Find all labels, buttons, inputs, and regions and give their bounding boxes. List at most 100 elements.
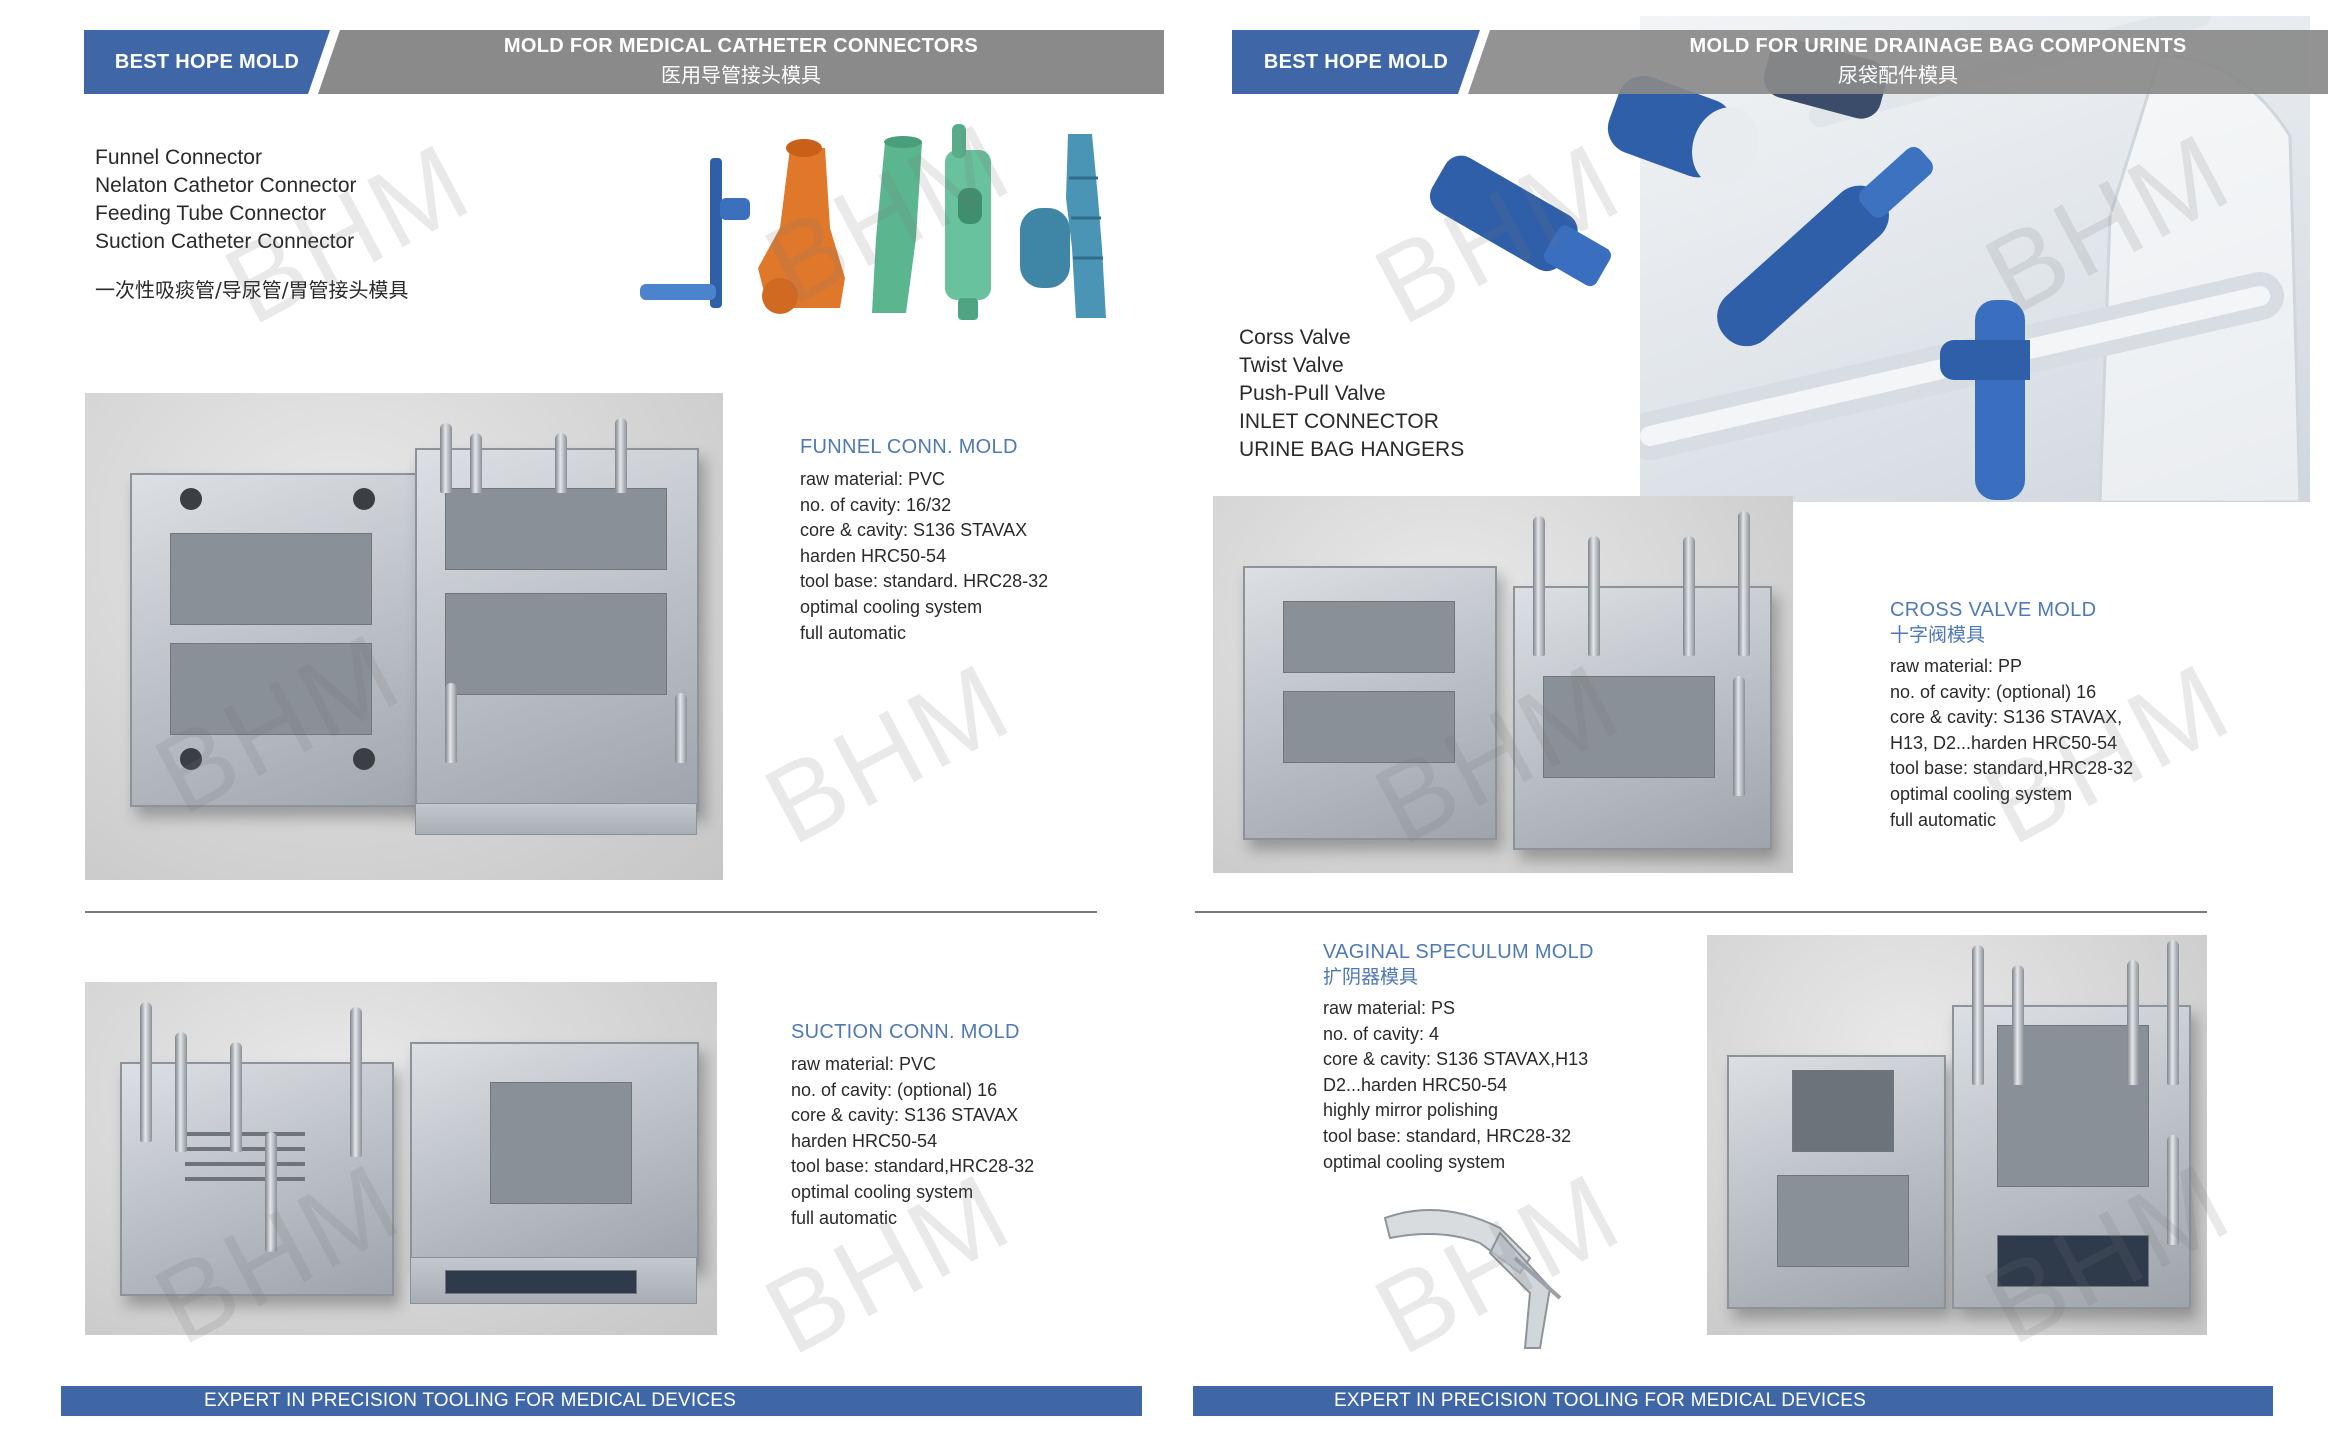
right-header-title: MOLD FOR URINE DRAINAGE BAG COMPONENTS 尿… bbox=[1468, 30, 2328, 94]
urine-bag-components-image bbox=[1429, 40, 2030, 500]
mold-groove bbox=[185, 1177, 305, 1181]
mold-groove bbox=[185, 1147, 305, 1151]
suction-mold-photo bbox=[85, 982, 717, 1335]
guide-pin bbox=[230, 1042, 242, 1152]
product-item: INLET CONNECTOR bbox=[1239, 410, 1439, 433]
guide-pin bbox=[555, 433, 567, 493]
mold-cavity bbox=[1283, 691, 1455, 763]
cross-valve-mold-title-zh: 十字阀模具 bbox=[1890, 624, 1986, 646]
spec-row: H13, D2...harden HRC50-54 bbox=[1890, 732, 2118, 753]
guide-pin bbox=[1738, 511, 1750, 656]
right-product-list: Corss Valve Twist Valve Push-Pull Valve … bbox=[1239, 324, 1464, 464]
right-header-title-en: MOLD FOR URINE DRAINAGE BAG COMPONENTS bbox=[1689, 35, 2187, 57]
spec-row: core & cavity: S136 STAVAX, bbox=[1890, 707, 2123, 728]
spec-row: harden HRC50-54 bbox=[800, 545, 947, 566]
spec-row: tool base: standard,HRC28-32 bbox=[1890, 758, 2134, 779]
guide-pin bbox=[615, 418, 627, 493]
mold-cavity bbox=[170, 643, 372, 735]
mold-groove bbox=[185, 1132, 305, 1136]
spec-row: tool base: standard. HRC28-32 bbox=[800, 571, 1049, 592]
guide-pin bbox=[1533, 516, 1545, 656]
spec-row: full automatic bbox=[791, 1207, 898, 1228]
spec-row: tool base: standard,HRC28-32 bbox=[791, 1156, 1035, 1177]
left-brand-text: BEST HOPE MOLD bbox=[114, 50, 300, 73]
spec-row: raw material: PVC bbox=[800, 469, 946, 489]
product-item: Feeding Tube Connector bbox=[95, 202, 327, 225]
mold-groove bbox=[185, 1162, 305, 1166]
mold-base-plate bbox=[415, 803, 697, 835]
funnel-mold-photo bbox=[85, 393, 723, 880]
guide-pin bbox=[1683, 536, 1695, 656]
speculum-mold-photo bbox=[1707, 935, 2207, 1335]
left-product-list: Funnel Connector Nelaton Cathetor Connec… bbox=[95, 144, 357, 256]
cross-valve-mold-photo bbox=[1213, 496, 1793, 873]
product-item: Suction Catheter Connector bbox=[95, 230, 355, 253]
suction-mold-title: SUCTION CONN. MOLD bbox=[791, 1021, 1020, 1043]
product-item: Funnel Connector bbox=[95, 146, 262, 169]
guide-pin bbox=[1588, 536, 1600, 656]
product-item: URINE BAG HANGERS bbox=[1239, 438, 1465, 461]
left-header-title-en: MOLD FOR MEDICAL CATHETER CONNECTORS bbox=[503, 35, 979, 57]
cross-valve-mold-spec: CROSS VALVE MOLD 十字阀模具 raw material: PP … bbox=[1890, 596, 2133, 833]
right-footer: EXPERT IN PRECISION TOOLING FOR MEDICAL … bbox=[1193, 1386, 2273, 1416]
guide-pin bbox=[2127, 960, 2139, 1085]
mold-hole bbox=[180, 748, 202, 770]
product-item: Push-Pull Valve bbox=[1239, 382, 1386, 405]
right-header-title-zh: 尿袋配件模具 bbox=[1838, 63, 1958, 87]
left-footer: EXPERT IN PRECISION TOOLING FOR MEDICAL … bbox=[61, 1386, 1142, 1416]
mold-cavity bbox=[170, 533, 372, 625]
spec-row: core & cavity: S136 STAVAX bbox=[800, 520, 1028, 541]
mold-core-block bbox=[1543, 676, 1715, 778]
mold-hole bbox=[353, 748, 375, 770]
left-footer-text: EXPERT IN PRECISION TOOLING FOR MEDICAL … bbox=[204, 1390, 737, 1411]
product-item: Nelaton Cathetor Connector bbox=[95, 174, 357, 197]
left-divider bbox=[85, 911, 1097, 913]
right-footer-text: EXPERT IN PRECISION TOOLING FOR MEDICAL … bbox=[1334, 1390, 1867, 1411]
suction-mold-spec: SUCTION CONN. MOLD raw material: PVC no.… bbox=[791, 1018, 1034, 1231]
guide-pin bbox=[140, 1002, 152, 1142]
spec-row: no. of cavity: 16/32 bbox=[800, 494, 952, 515]
product-item: Corss Valve bbox=[1239, 326, 1351, 349]
guide-pin bbox=[1733, 676, 1745, 796]
mold-hole bbox=[180, 488, 202, 510]
spec-row: full automatic bbox=[800, 622, 907, 643]
guide-pin bbox=[265, 1132, 277, 1252]
spec-row: optimal cooling system bbox=[800, 596, 983, 617]
funnel-mold-spec: FUNNEL CONN. MOLD raw material: PVC no. … bbox=[800, 433, 1048, 646]
guide-pin bbox=[2167, 940, 2179, 1085]
mold-core-block bbox=[490, 1082, 632, 1204]
speculum-mold-title: VAGINAL SPECULUM MOLD bbox=[1323, 941, 1594, 963]
right-divider bbox=[1195, 911, 2207, 913]
spec-row: raw material: PS bbox=[1323, 998, 1456, 1018]
guide-pin bbox=[675, 693, 687, 763]
mold-core-block bbox=[445, 488, 667, 570]
mold-hole bbox=[353, 488, 375, 510]
left-product-list-zh: 一次性吸痰管/导尿管/胃管接头模具 bbox=[95, 278, 409, 302]
guide-pin bbox=[175, 1032, 187, 1152]
spec-row: no. of cavity: (optional) 16 bbox=[1890, 681, 2097, 702]
spec-row: core & cavity: S136 STAVAX bbox=[791, 1105, 1019, 1126]
spec-row: raw material: PVC bbox=[791, 1054, 937, 1074]
guide-pin bbox=[2012, 965, 2024, 1085]
watermark-text: BHM bbox=[746, 639, 1031, 868]
speculum-mold-spec: VAGINAL SPECULUM MOLD 扩阴器模具 raw material… bbox=[1323, 938, 1594, 1175]
funnel-mold-title: FUNNEL CONN. MOLD bbox=[800, 436, 1018, 458]
urine-bag-photo bbox=[1640, 16, 2310, 502]
spec-row: optimal cooling system bbox=[1890, 783, 2073, 804]
spec-row: optimal cooling system bbox=[791, 1181, 974, 1202]
mold-cavity bbox=[1777, 1175, 1909, 1267]
mold-cavity bbox=[1283, 601, 1455, 673]
mold-cavity bbox=[1792, 1070, 1894, 1152]
left-header-title: MOLD FOR MEDICAL CATHETER CONNECTORS 医用导… bbox=[318, 30, 1164, 94]
spec-row: raw material: PP bbox=[1890, 656, 2023, 676]
guide-pin bbox=[1972, 945, 1984, 1085]
right-brand-label: BEST HOPE MOLD bbox=[1232, 30, 1480, 94]
speculum-product-image bbox=[1383, 1209, 1562, 1349]
catheter-connectors-image bbox=[640, 124, 1106, 320]
product-item: Twist Valve bbox=[1239, 354, 1344, 377]
guide-pin bbox=[445, 683, 457, 763]
guide-pin bbox=[350, 1007, 362, 1157]
spec-row: core & cavity: S136 STAVAX,H13 bbox=[1323, 1049, 1589, 1070]
mold-ejector-slot bbox=[1997, 1235, 2149, 1287]
spec-row: D2...harden HRC50-54 bbox=[1323, 1074, 1508, 1095]
